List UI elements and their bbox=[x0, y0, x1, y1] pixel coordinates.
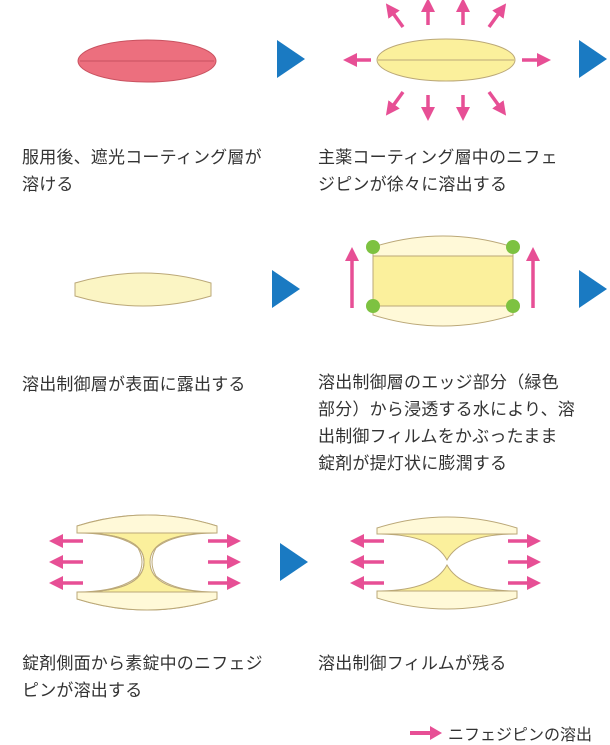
remaining-film bbox=[376, 516, 518, 610]
step-arrow-2 bbox=[579, 40, 607, 78]
tablet-exposed bbox=[74, 272, 212, 307]
step-arrow-3 bbox=[272, 270, 300, 308]
tablet-side-release bbox=[76, 514, 218, 611]
caption-step-3: 溶出制御層が表面に露出する bbox=[22, 375, 246, 395]
step-arrow-4 bbox=[579, 270, 607, 308]
film-release-arrows bbox=[350, 534, 541, 590]
swelling-arrows bbox=[345, 247, 540, 308]
legend: ニフェジピンの溶出 bbox=[408, 721, 592, 745]
tablet-swelling bbox=[372, 235, 514, 327]
coated-tablet bbox=[77, 39, 217, 83]
caption-step-1: 服用後、遮光コーティング層が 溶ける bbox=[22, 148, 262, 195]
release-arrows bbox=[343, 0, 551, 121]
edge-dots bbox=[366, 240, 520, 313]
legend-label: ニフェジピンの溶出 bbox=[448, 725, 593, 744]
side-release-arrows bbox=[49, 534, 241, 590]
caption-step-4: 溶出制御層のエッジ部分（緑色 部分）から浸透する水により、溶 出制御フィルムをか… bbox=[318, 373, 575, 474]
caption-step-5: 錠剤側面から素錠中のニフェジ ピンが溶出する bbox=[22, 654, 263, 701]
step-arrow-1 bbox=[277, 40, 305, 78]
caption-step-2: 主薬コーティング層中のニフェ ジピンが徐々に溶出する bbox=[318, 148, 558, 195]
step-arrow-5 bbox=[280, 543, 308, 581]
tablet-releasing bbox=[376, 38, 516, 82]
pink-arrow-icon bbox=[410, 726, 442, 740]
caption-step-6: 溶出制御フィルムが残る bbox=[318, 654, 507, 674]
